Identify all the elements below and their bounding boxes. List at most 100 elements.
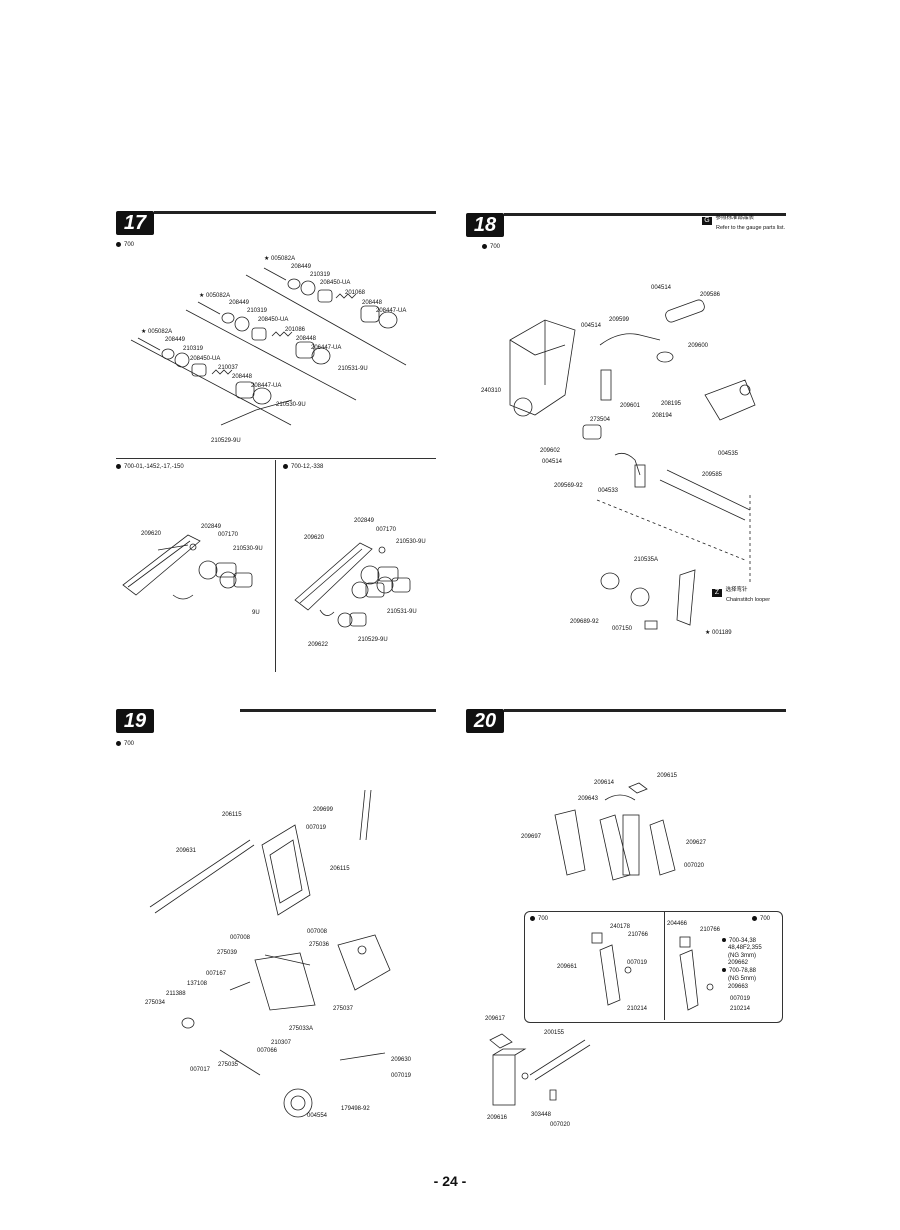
part-label: 210319 — [247, 308, 268, 314]
part-label: 007008 — [230, 935, 251, 941]
part-label: 275034 — [145, 1000, 166, 1006]
part-label: 208448 — [296, 336, 317, 342]
section-17-badge: 17 — [116, 211, 154, 235]
chainstitch-looper-note: Z 选择弯针 Chainstitch looper — [712, 587, 770, 603]
part-label: 209569-92 — [554, 483, 583, 489]
part-label: 004514 — [542, 459, 563, 465]
part-label: 208450-UA — [320, 280, 351, 286]
part-label: 007170 — [376, 527, 397, 533]
variant-left-model: 700 — [530, 916, 548, 922]
part-label: 007066 — [257, 1048, 278, 1054]
part-label: 210530-9U — [233, 546, 263, 552]
part-label: (NG 5mm) — [728, 976, 756, 982]
part-label: 209617 — [485, 1016, 506, 1022]
part-label: 200155 — [544, 1030, 565, 1036]
part-label: 204466 — [667, 921, 688, 927]
section-17-exploded-drawing — [130, 267, 407, 426]
part-label: 209697 — [521, 834, 542, 840]
part-label: 209602 — [540, 448, 561, 454]
section-17-model-note: 700 — [116, 242, 134, 248]
part-label: (NG 3mm) — [728, 953, 756, 959]
part-label: 210531-9U — [338, 366, 368, 372]
part-label: 007170 — [218, 532, 239, 538]
part-label: 210214 — [627, 1006, 648, 1012]
section-20-variant-box — [524, 911, 783, 1023]
part-label: ★ 005082A — [264, 256, 296, 262]
part-label: 206115 — [222, 812, 242, 818]
section-20-badge: 20 — [466, 709, 504, 733]
part-label: 004514 — [651, 285, 672, 291]
part-label: 209661 — [557, 964, 578, 970]
part-label: 007019 — [391, 1073, 412, 1079]
part-label: 208448 — [362, 300, 383, 306]
part-label: 209601 — [620, 403, 641, 409]
part-label: 208447-UA — [376, 308, 407, 314]
part-label: 209585 — [702, 472, 723, 478]
section-18-exploded-drawing — [509, 299, 756, 630]
part-label: 210531-9U — [387, 609, 417, 615]
part-label: 240310 — [481, 388, 502, 394]
part-label: 208450-UA — [190, 356, 221, 362]
part-label: 210530-9U — [276, 402, 306, 408]
section-17-right-model-note: 700-12,-338 — [283, 464, 323, 470]
section-19-badge: 19 — [116, 709, 154, 733]
part-label: 004554 — [307, 1113, 328, 1119]
part-label: 007019 — [730, 996, 751, 1002]
section-17-left-model-note: 700-01,-1452,-17,-150 — [116, 464, 184, 470]
section-20-rule — [504, 709, 786, 712]
part-label: 208449 — [291, 264, 312, 270]
part-label: 209662 — [728, 960, 749, 966]
part-label: 201086 — [285, 327, 306, 333]
looper-icon: Z — [712, 589, 722, 597]
page-number: - 24 - — [433, 1173, 467, 1189]
part-label: 209615 — [657, 773, 678, 779]
part-label: 007017 — [190, 1067, 211, 1073]
part-label: 209616 — [487, 1115, 508, 1121]
part-label: 48,48F2,355 — [728, 945, 762, 951]
section-17-left-assembly — [122, 534, 253, 600]
part-label: 700-78,88 — [722, 968, 756, 974]
section-17-rule — [154, 211, 436, 214]
part-label: 007020 — [684, 863, 705, 869]
part-label: 275037 — [333, 1006, 354, 1012]
part-label: 208447-UA — [251, 383, 282, 389]
section-19-model-note: 700 — [116, 741, 134, 747]
part-label: 209699 — [313, 807, 334, 813]
part-label: 137108 — [187, 981, 208, 987]
section-18-badge: 18 — [466, 213, 504, 237]
part-label: 210319 — [310, 272, 331, 278]
part-label: 209663 — [728, 984, 749, 990]
part-label: 007019 — [306, 825, 327, 831]
part-label: 209620 — [304, 535, 325, 541]
part-label: 210529-9U — [211, 438, 241, 444]
part-label: 209620 — [141, 531, 162, 537]
section-18-rule — [504, 213, 786, 216]
part-label: 210530-9U — [396, 539, 426, 545]
part-label: 209689-92 — [570, 619, 599, 625]
section-20-upper-drawing — [554, 782, 676, 881]
gauge-icon: G — [702, 217, 712, 225]
part-label: 209630 — [391, 1057, 412, 1063]
part-label: 275039 — [217, 950, 238, 956]
section-19-rule — [240, 709, 436, 712]
part-label: 208450-UA — [258, 317, 289, 323]
part-label: 206447-UA — [311, 345, 342, 351]
variant-box-divider — [664, 912, 665, 1020]
part-label: 210307 — [271, 1040, 292, 1046]
part-label: 700-34,38 — [722, 938, 756, 944]
part-label: 208448 — [232, 374, 253, 380]
part-label: 004533 — [598, 488, 619, 494]
gauge-parts-note: G 参照标准部品表 Refer to the gauge parts list. — [702, 215, 785, 231]
part-label: 210766 — [628, 932, 649, 938]
part-label: 202849 — [201, 524, 222, 530]
section-20-variant-drawing — [591, 932, 714, 1011]
part-label: 210766 — [700, 927, 721, 933]
part-label: 209586 — [700, 292, 721, 298]
part-label: 210535A — [634, 557, 659, 563]
section-17-divider-vertical — [275, 460, 276, 672]
part-label: 007150 — [612, 626, 633, 632]
section-17-right-assembly — [294, 542, 411, 628]
part-label: 007019 — [627, 960, 648, 966]
part-label: 004514 — [581, 323, 602, 329]
part-label: 007167 — [206, 971, 227, 977]
